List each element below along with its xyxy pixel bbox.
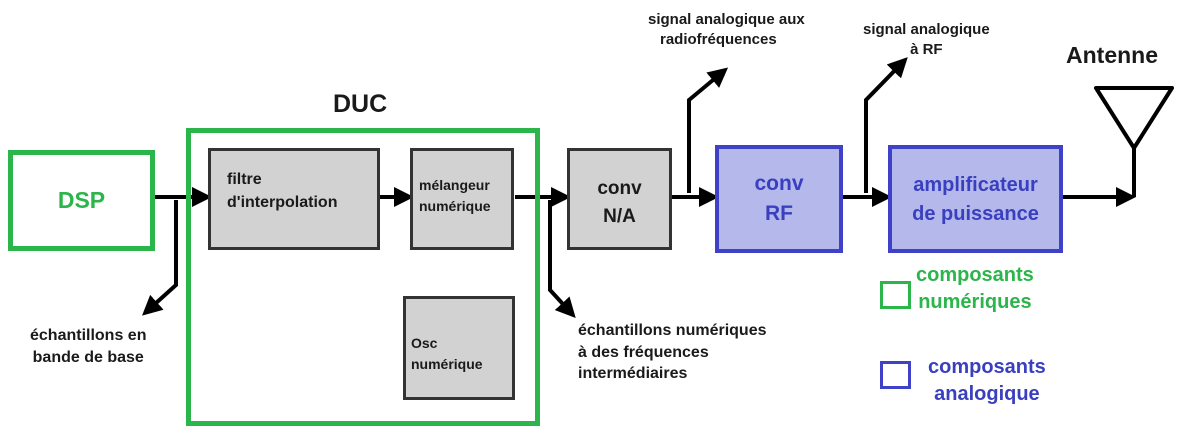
antenna-label: Antenne: [1066, 42, 1158, 68]
rf-conv-line-1: conv: [754, 172, 804, 195]
if-line-1: échantillons numériques: [578, 322, 767, 339]
tap-rf-analog: [687, 67, 729, 193]
legend-analog-line-2: analogique: [934, 383, 1040, 405]
rf-analog-annotation: signal analogique aux radiofréquences: [648, 10, 805, 51]
rf-conv-line-2: RF: [765, 202, 793, 226]
tap-analog-rf: [864, 57, 908, 193]
legend-analog-label: composants analogique: [928, 354, 1046, 408]
digital-mixer-block: mélangeur numérique: [410, 148, 514, 250]
baseband-line-1: échantillons en: [30, 327, 147, 344]
analog-rf-annotation: signal analogique à RF: [863, 20, 990, 61]
if-line-2: à des fréquences: [578, 343, 709, 361]
power-amplifier-block: amplificateur de puissance: [888, 145, 1063, 253]
amp-line-1: amplificateur: [913, 174, 1038, 196]
mixer-line-2: numérique: [419, 198, 491, 214]
interp-filter-line-2: d'interpolation: [227, 194, 338, 212]
baseband-annotation: échantillons en bande de base: [30, 325, 146, 368]
osc-line-2: numérique: [411, 356, 483, 372]
rf-analog-line-2: radiofréquences: [660, 31, 777, 49]
interpolation-filter-block: filtre d'interpolation: [208, 148, 380, 250]
baseband-line-2: bande de base: [32, 348, 144, 366]
dac-block: conv N/A: [567, 148, 672, 250]
tap-if-samples: [548, 200, 576, 318]
digital-oscillator-block: Osc numérique: [403, 296, 515, 400]
if-samples-annotation: échantillons numériques à des fréquences…: [578, 320, 766, 385]
legend-digital-line-1: composants: [916, 264, 1034, 286]
mixer-line-1: mélangeur: [419, 177, 490, 193]
analog-rf-line-1: signal analogique: [863, 21, 990, 38]
osc-line-1: Osc: [411, 335, 438, 351]
if-line-3: intermédiaires: [578, 365, 688, 383]
dsp-block: DSP: [8, 150, 155, 251]
dac-line-1: conv: [597, 178, 642, 199]
legend-digital-line-2: numériques: [918, 291, 1032, 313]
analog-rf-line-2: à RF: [910, 41, 943, 59]
legend-analog-swatch: [880, 361, 911, 389]
legend-digital-label: composants numériques: [916, 262, 1034, 316]
legend-analog-line-1: composants: [928, 356, 1046, 378]
rf-analog-line-1: signal analogique aux: [648, 11, 805, 28]
amp-line-2: de puissance: [912, 203, 1039, 225]
duc-title: DUC: [333, 90, 388, 118]
legend-digital-swatch: [880, 281, 911, 309]
rf-converter-block: conv RF: [715, 145, 843, 253]
antenna-icon: [1094, 86, 1174, 150]
tap-baseband: [142, 200, 178, 316]
dac-line-2: N/A: [603, 205, 636, 227]
dsp-label: DSP: [57, 187, 106, 213]
interp-filter-line-1: filtre: [227, 171, 262, 188]
